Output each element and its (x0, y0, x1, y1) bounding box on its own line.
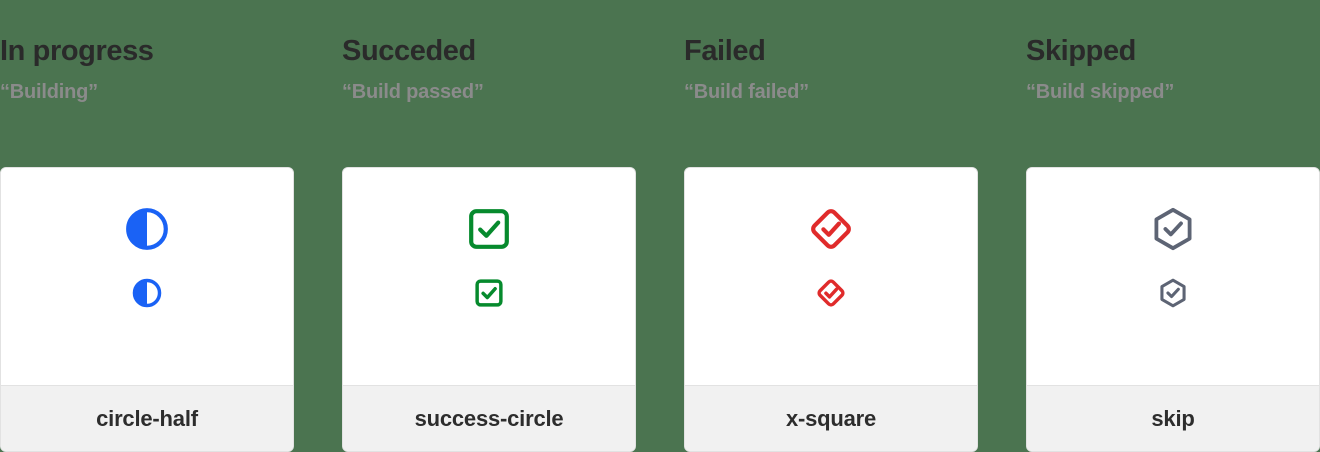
column-subtitle: “Build passed” (342, 81, 484, 103)
circle-half-icon-small (131, 277, 163, 309)
icon-preview-area (343, 168, 635, 385)
success-circle-icon (465, 205, 513, 253)
column-header: In progress “Building” (0, 34, 294, 104)
column-header: Failed “Build failed” (684, 34, 978, 104)
column-header: Skipped “Build skipped” (1026, 34, 1320, 104)
icon-card-success-circle[interactable]: success-circle (342, 167, 636, 452)
status-column-failed: Failed “Build failed” (636, 0, 978, 452)
icon-card-footer: x-square (685, 385, 977, 451)
column-subtitle: “Build skipped” (1026, 81, 1175, 103)
column-title: Skipped (1026, 35, 1136, 67)
status-column-skipped: Skipped “Build skipped” (978, 0, 1320, 452)
skip-icon (1149, 205, 1197, 253)
circle-half-icon (123, 205, 171, 253)
icon-card-circle-half[interactable]: circle-half (0, 167, 294, 452)
icon-preview-area (1027, 168, 1319, 385)
icon-card-footer: success-circle (343, 385, 635, 451)
column-header: Succeded “Build passed” (342, 34, 636, 104)
icon-card-footer: circle-half (1, 385, 293, 451)
icon-preview-area (685, 168, 977, 385)
x-square-icon-small (815, 277, 847, 309)
icon-card-skip[interactable]: skip (1026, 167, 1320, 452)
icon-name-label: success-circle (414, 405, 564, 431)
column-subtitle: “Build failed” (684, 81, 809, 103)
column-title: Failed (684, 35, 766, 67)
icon-name-label: circle-half (96, 405, 198, 431)
skip-icon-small (1157, 277, 1189, 309)
status-column-in-progress: In progress “Building” (0, 0, 294, 452)
column-title: In progress (0, 35, 154, 67)
column-title: Succeded (342, 35, 476, 67)
status-column-succeded: Succeded “Build passed” (294, 0, 636, 452)
icon-preview-area (1, 168, 293, 385)
icon-name-label: x-square (785, 405, 877, 431)
icon-name-label: skip (1151, 405, 1195, 431)
x-square-icon (807, 205, 855, 253)
column-subtitle: “Building” (0, 81, 98, 103)
success-circle-icon-small (473, 277, 505, 309)
icon-card-x-square[interactable]: x-square (684, 167, 978, 452)
icon-card-footer: skip (1027, 385, 1319, 451)
